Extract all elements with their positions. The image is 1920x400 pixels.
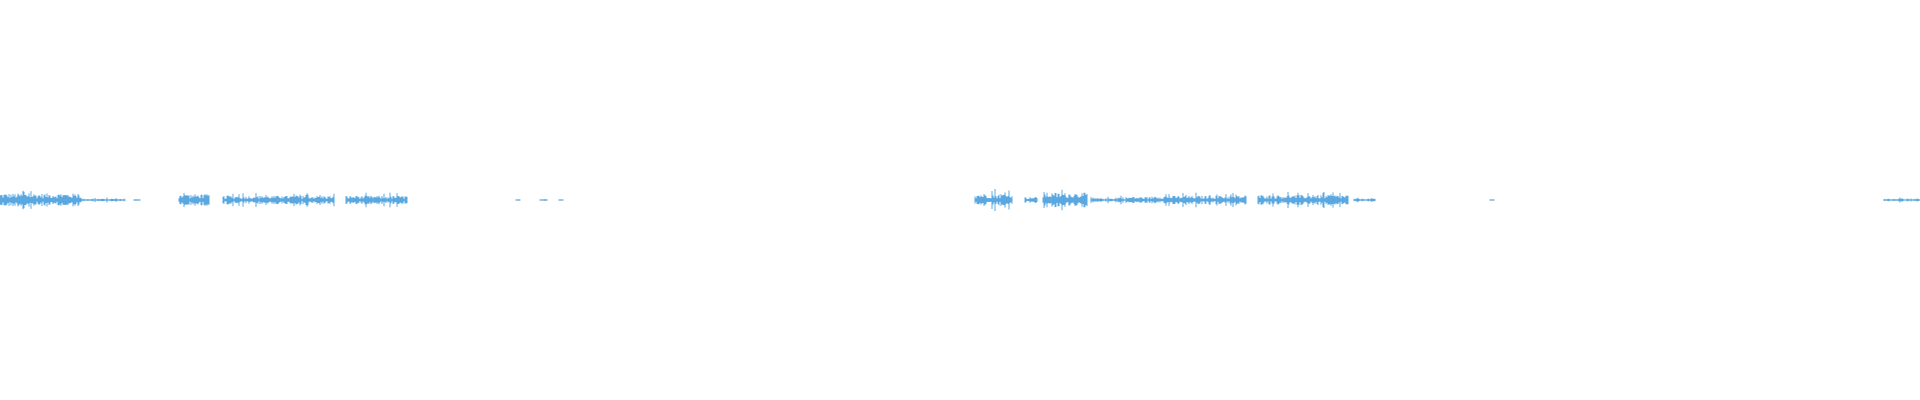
waveform-segment (1115, 195, 1153, 205)
waveform-segment (1489, 199, 1495, 201)
waveform-segment (974, 189, 1013, 211)
waveform-segment (515, 199, 521, 201)
waveform-segment (133, 199, 141, 201)
waveform-segment (539, 199, 548, 201)
waveform-segment (558, 199, 564, 201)
waveform-segment (222, 192, 335, 208)
waveform-segment (0, 190, 82, 210)
waveform-segment (1883, 197, 1920, 203)
waveform-segment (1151, 192, 1247, 208)
waveform-segment (1024, 197, 1038, 203)
waveform-segment (178, 192, 210, 208)
waveform-segment (345, 192, 408, 208)
waveform-segment (1257, 191, 1349, 209)
waveform-segment (1353, 197, 1376, 203)
waveform-segment (1090, 196, 1117, 204)
waveform-segment (1042, 189, 1088, 211)
waveform-bars (0, 189, 1920, 211)
waveform-segment (80, 197, 126, 203)
